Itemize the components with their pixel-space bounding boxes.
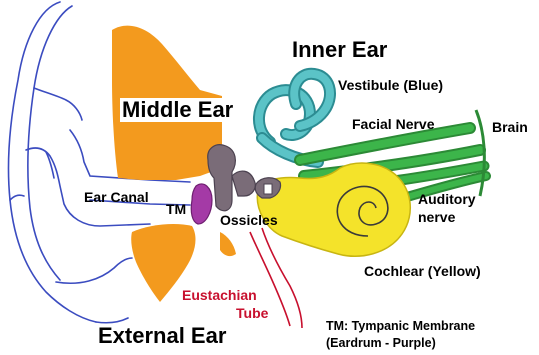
ear-canal-label: Ear Canal: [84, 190, 149, 205]
cochlea: [257, 163, 410, 256]
vestibule-label: Vestibule (Blue): [338, 78, 443, 93]
auditory-nerve-label-line2: nerve: [418, 210, 455, 225]
vestibule-canals: [259, 74, 330, 162]
middle-ear-label: Middle Ear: [120, 98, 235, 122]
eustachian-tube-label-line2: Tube: [236, 306, 268, 321]
facial-nerve-label: Facial Nerve: [352, 117, 435, 132]
inner-ear-label: Inner Ear: [292, 38, 387, 62]
tm-label: TM: [166, 202, 186, 217]
tm-legend-line1: TM: Tympanic Membrane: [326, 320, 475, 334]
tm-legend-line2: (Eardrum - Purple): [326, 337, 436, 351]
auditory-nerve-label-line1: Auditory: [418, 192, 476, 207]
eustachian-tube-label-line1: Eustachian: [182, 288, 257, 303]
brain-label: Brain: [492, 120, 528, 135]
external-ear-label: External Ear: [98, 324, 226, 348]
ossicles-label: Ossicles: [220, 213, 278, 228]
stapes-footplate: [264, 184, 272, 194]
cochlear-label: Cochlear (Yellow): [364, 264, 481, 279]
eardrum: [191, 184, 212, 224]
